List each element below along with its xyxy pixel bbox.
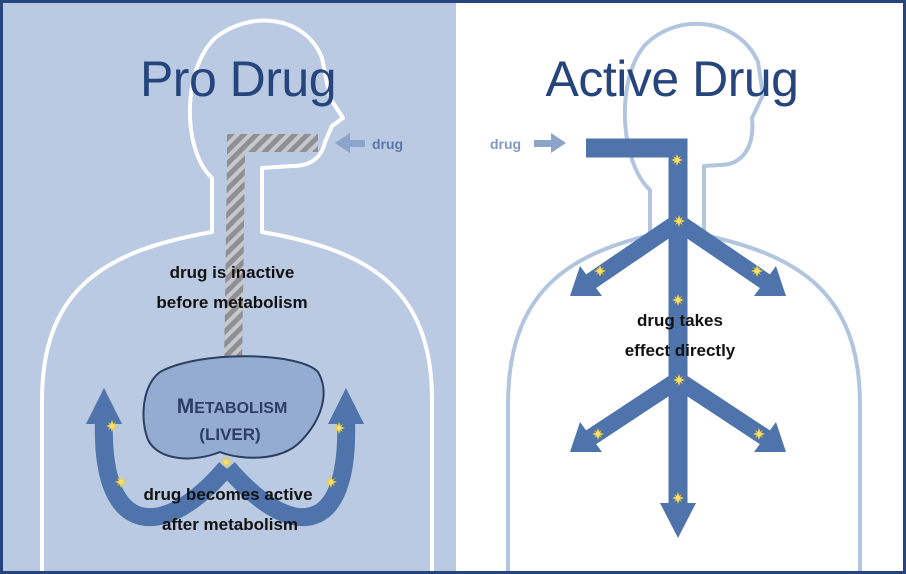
active-flow-arrows bbox=[570, 138, 786, 538]
drug-input-arrow-right: drug bbox=[490, 133, 566, 153]
arrow-up-icon bbox=[86, 388, 122, 424]
caption-direct-line-2: effect directly bbox=[625, 341, 736, 360]
arrow-down-right-icon bbox=[754, 422, 786, 452]
prodrug-panel: METABOLISM (LIVER) drug Pro Drug drug is… bbox=[40, 18, 434, 574]
caption-active-line-2: after metabolism bbox=[162, 515, 298, 534]
arrow-down-icon bbox=[660, 503, 696, 538]
arrow-left-icon bbox=[335, 133, 365, 153]
inactive-drug-pipe bbox=[224, 134, 318, 369]
caption-active-line-1: drug becomes active bbox=[143, 485, 312, 504]
drug-input-arrow-left: drug bbox=[335, 133, 403, 153]
arrow-down-right-icon bbox=[754, 266, 786, 296]
body-outline bbox=[40, 18, 434, 574]
arrow-right-icon bbox=[534, 133, 566, 153]
caption-inactive-line-2: before metabolism bbox=[156, 293, 307, 312]
caption-direct-line-1: drug takes bbox=[637, 311, 723, 330]
prodrug-title: Pro Drug bbox=[140, 51, 336, 107]
drug-label: drug bbox=[490, 136, 521, 152]
arrow-down-left-icon bbox=[570, 266, 602, 296]
arrow-down-left-icon bbox=[570, 422, 602, 452]
arrow-up-icon bbox=[328, 388, 364, 424]
liver-label-metabolism: METABOLISM bbox=[177, 395, 288, 418]
active-flow-arrows-left bbox=[86, 388, 364, 526]
liver-label-liver: (LIVER) bbox=[199, 425, 260, 444]
active-drug-title: Active Drug bbox=[546, 51, 799, 107]
liver-icon bbox=[142, 355, 325, 460]
active-drug-panel: drug Active Drug drug takes effect direc… bbox=[490, 21, 862, 574]
drug-label: drug bbox=[372, 136, 403, 152]
body-outline bbox=[506, 21, 862, 574]
caption-inactive-line-1: drug is inactive bbox=[170, 263, 295, 282]
